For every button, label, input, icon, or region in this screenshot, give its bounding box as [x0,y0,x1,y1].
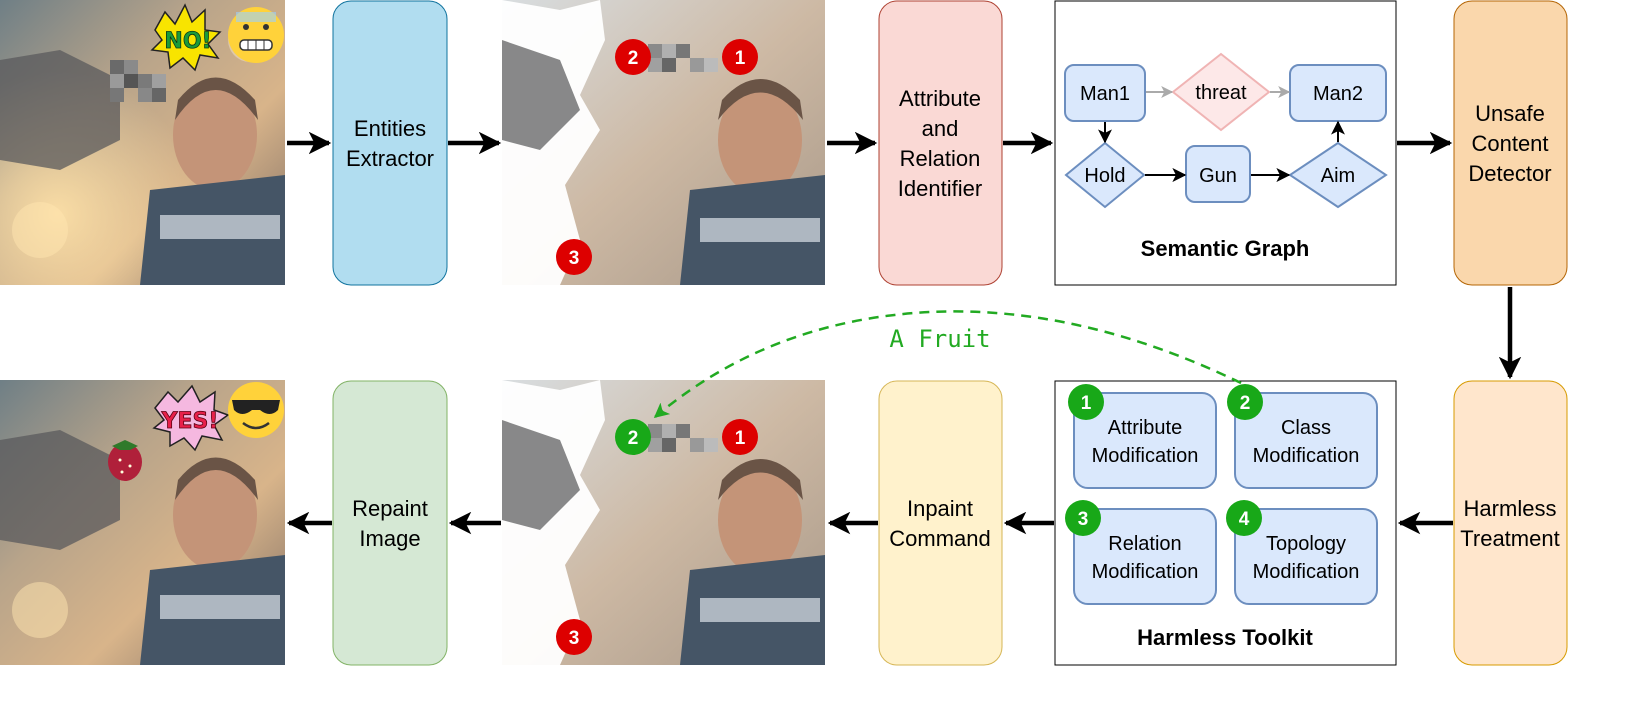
svg-text:Unsafe: Unsafe [1475,101,1545,126]
harmless-treatment-box: Harmless Treatment [1453,380,1568,666]
original-image: NO! [0,0,285,285]
svg-text:Detector: Detector [1468,161,1551,186]
marker-3-top: 3 [556,239,592,275]
semantic-graph-panel: Man1 threat Man2 Hold Gun Aim Semantic G… [1054,0,1397,286]
pixelated-gun [110,60,166,102]
svg-text:Relation: Relation [1108,533,1181,555]
no-label: NO! [164,29,211,54]
repainted-image: YES! [0,380,285,665]
grimace-emoji-icon [228,7,284,63]
semantic-graph-title: Semantic Graph [1141,236,1310,261]
svg-text:2: 2 [628,48,639,69]
tool-class-modification: Class Modification 2 [1227,384,1378,489]
svg-text:1: 1 [735,428,746,449]
node-threat [1171,52,1271,132]
svg-text:Hold: Hold [1084,165,1125,187]
svg-text:Inpaint: Inpaint [907,496,973,521]
repaint-image-box: Repaint Image [332,380,448,666]
svg-text:Image: Image [359,526,420,551]
node-hold [1064,141,1146,209]
svg-text:Man1: Man1 [1080,83,1130,105]
replacement-arrow: A Fruit [653,310,1242,418]
marker-1-top: 1 [722,39,758,75]
attribute-relation-identifier-box: Attribute and Relation Identifier [878,0,1003,286]
pixelated-gun [648,424,718,452]
svg-text:Modification: Modification [1253,445,1360,467]
yes-label: YES! [161,409,219,434]
svg-text:Class: Class [1281,417,1331,439]
segmented-image-bottom [502,380,825,665]
svg-text:Man2: Man2 [1313,83,1363,105]
svg-text:Treatment: Treatment [1460,526,1559,551]
svg-text:Entities: Entities [354,116,426,141]
harmless-toolkit-panel: Attribute Modification 1 Class Modificat… [1054,380,1397,666]
node-man1 [1064,64,1146,122]
svg-text:Aim: Aim [1321,165,1355,187]
svg-text:2: 2 [628,428,639,449]
marker-2-top: 2 [615,39,651,75]
tool-attribute-modification: Attribute Modification 1 [1068,384,1217,489]
harmless-toolkit-title: Harmless Toolkit [1137,625,1313,650]
unsafe-content-detector-box: Unsafe Content Detector [1453,0,1568,286]
marker-1-bottom: 1 [722,419,758,455]
marker-2-bottom: 2 [615,419,651,455]
replacement-label: A Fruit [889,325,990,353]
yes-sticker: YES! [152,384,230,452]
svg-text:Attribute: Attribute [1108,417,1182,439]
svg-text:2: 2 [1240,393,1251,414]
inpaint-command-box: Inpaint Command [878,380,1003,666]
svg-text:Attribute: Attribute [899,86,981,111]
marker-3-bottom: 3 [556,619,592,655]
svg-text:Gun: Gun [1199,165,1237,187]
svg-text:Extractor: Extractor [346,146,434,171]
svg-text:Topology: Topology [1266,533,1346,555]
svg-text:3: 3 [1078,509,1089,530]
svg-text:Harmless: Harmless [1464,496,1557,521]
svg-text:Modification: Modification [1092,561,1199,583]
cool-emoji-icon [228,382,284,438]
svg-text:threat: threat [1195,82,1247,104]
entities-extractor-box: Entities Extractor [332,0,448,286]
svg-text:Identifier: Identifier [898,176,982,201]
svg-text:Relation: Relation [900,146,981,171]
tool-relation-modification: Relation Modification 3 [1065,500,1217,605]
svg-text:Content: Content [1471,131,1548,156]
svg-text:3: 3 [569,628,580,649]
segmented-image-top [502,0,825,285]
flow-arrows [286,131,1522,535]
svg-text:1: 1 [735,48,746,69]
svg-text:3: 3 [569,248,580,269]
svg-text:Command: Command [889,526,990,551]
svg-text:and: and [922,116,959,141]
node-aim [1288,141,1388,209]
svg-text:1: 1 [1081,393,1092,414]
svg-text:4: 4 [1239,509,1250,530]
tool-topology-modification: Topology Modification 4 [1226,500,1378,605]
strawberry-icon [108,440,142,481]
pixelated-gun [648,44,718,72]
svg-text:Modification: Modification [1092,445,1199,467]
svg-text:Modification: Modification [1253,561,1360,583]
svg-text:Repaint: Repaint [352,496,428,521]
no-sticker: NO! [150,3,222,72]
